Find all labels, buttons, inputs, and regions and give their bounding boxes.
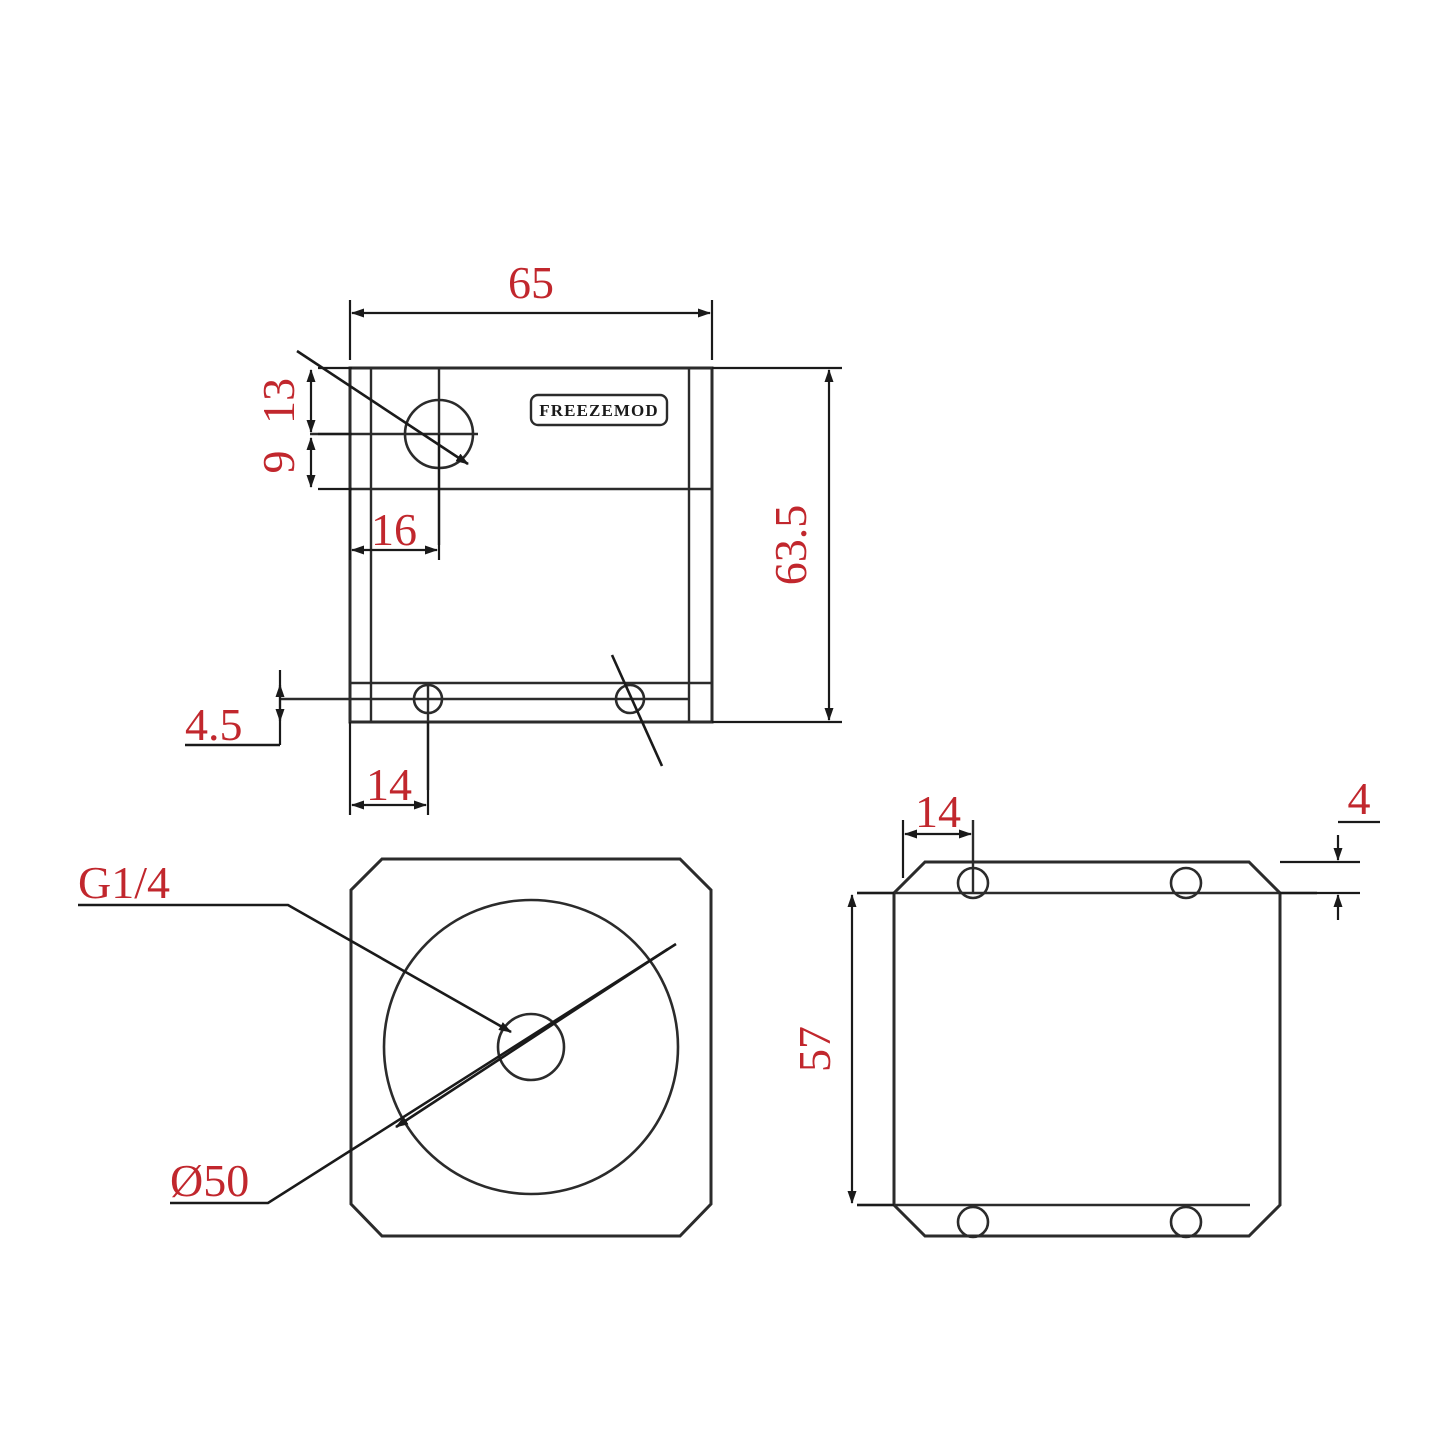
dim-13-text: 13 xyxy=(253,378,304,424)
front-view-thread-circle xyxy=(496,1012,566,1082)
dim-9-text: 9 xyxy=(253,451,304,474)
dim-14-top-text: 14 xyxy=(366,759,412,810)
side-view-hole-bottom-left xyxy=(956,1205,990,1239)
d50-leader xyxy=(170,942,677,1205)
dim-4-5-text: 4.5 xyxy=(185,699,243,750)
side-view: 14 4 57 xyxy=(789,773,1380,1239)
dim-57-text: 57 xyxy=(789,1026,840,1072)
front-view-body-outline xyxy=(349,857,713,1238)
front-view-bore-circle xyxy=(382,898,680,1196)
top-view: FREEZEMOD 65 63.5 13 9 16 xyxy=(185,257,842,815)
dim-4-text: 4 xyxy=(1348,773,1371,824)
brand-badge-label: FREEZEMOD xyxy=(539,401,658,420)
d50-leader-inner xyxy=(395,947,669,1129)
dim-16-text: 16 xyxy=(371,504,417,555)
side-view-hole-bottom-right xyxy=(1169,1205,1203,1239)
dim-63-5-text: 63.5 xyxy=(765,505,816,586)
side-view-body-outline xyxy=(892,860,1282,1238)
side-view-hole-top-right xyxy=(1169,866,1203,900)
top-view-mount-leader xyxy=(610,654,664,767)
d50-label: Ø50 xyxy=(170,1155,249,1206)
g14-leader xyxy=(78,903,512,1034)
g14-label: G1/4 xyxy=(78,857,170,908)
dim-65-text: 65 xyxy=(508,257,554,308)
dim-14-side-text: 14 xyxy=(915,786,961,837)
brand-badge-outline xyxy=(529,393,669,427)
front-view: G1/4 Ø50 xyxy=(78,857,713,1238)
